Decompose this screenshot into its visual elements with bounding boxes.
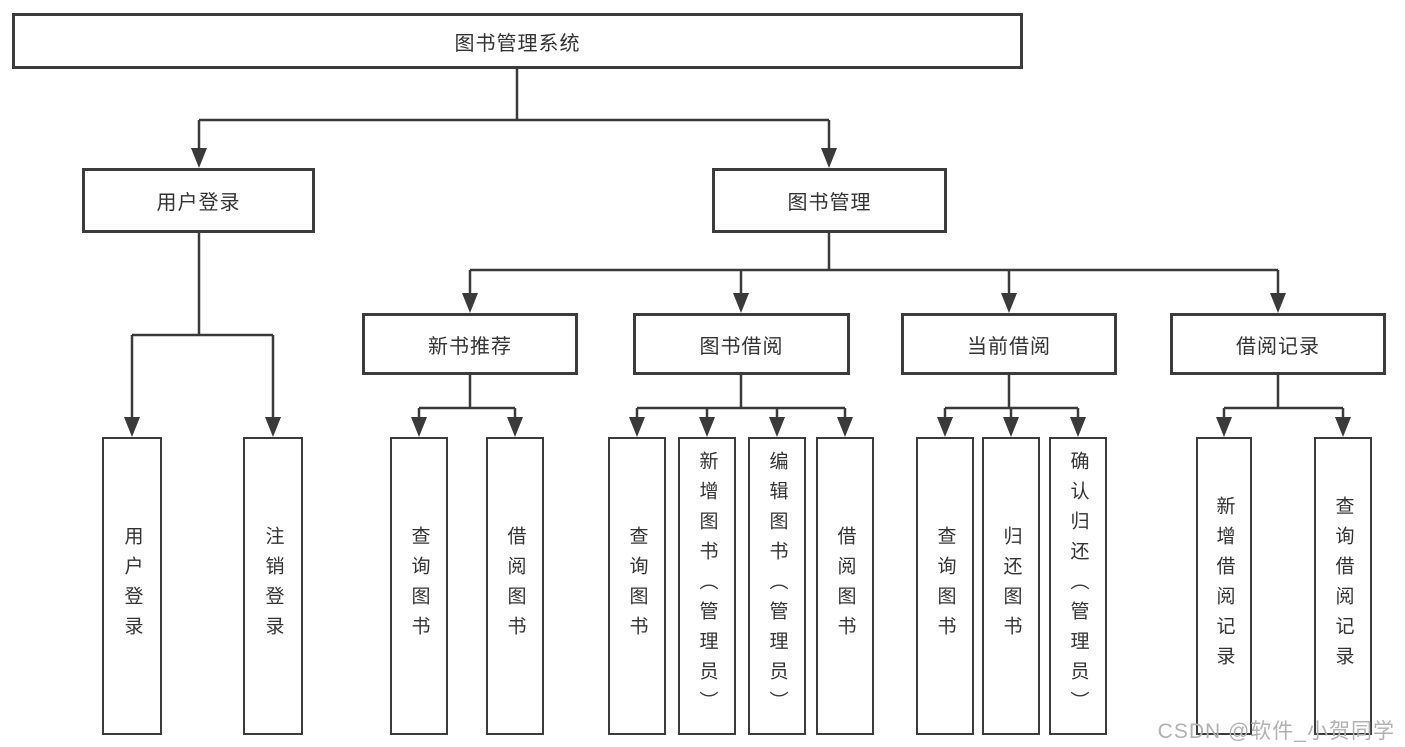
leaf-query-books-recommend-label: 查询图书: [408, 526, 430, 646]
leaf-edit-book-admin-label: 编辑图书（管理员）: [766, 451, 788, 721]
node-book-management: 图书管理: [712, 168, 947, 233]
leaf-query-borrow-record: 查询借阅记录: [1314, 437, 1372, 735]
leaf-add-borrow-record: 新增借阅记录: [1196, 437, 1252, 735]
leaf-confirm-return-admin-label: 确认归还（管理员）: [1067, 451, 1089, 721]
leaf-query-borrow-record-label: 查询借阅记录: [1332, 496, 1354, 676]
leaf-user-login: 用户登录: [102, 437, 162, 735]
leaf-user-login-label: 用户登录: [121, 526, 143, 646]
leaf-add-book-admin: 新增图书（管理员）: [678, 437, 736, 735]
leaf-query-books-recommend: 查询图书: [390, 437, 448, 735]
node-new-book-recommend: 新书推荐: [362, 313, 578, 375]
leaf-add-borrow-record-label: 新增借阅记录: [1213, 496, 1235, 676]
leaf-borrow-books-recommend-label: 借阅图书: [504, 526, 526, 646]
leaf-query-books-borrowing: 查询图书: [608, 437, 666, 735]
leaf-borrow-books-borrowing-label: 借阅图书: [834, 526, 856, 646]
leaf-add-book-admin-label: 新增图书（管理员）: [696, 451, 718, 721]
leaf-edit-book-admin: 编辑图书（管理员）: [748, 437, 806, 735]
leaf-return-book: 归还图书: [982, 437, 1040, 735]
leaf-query-books-borrowing-label: 查询图书: [626, 526, 648, 646]
node-book-borrowing: 图书借阅: [633, 313, 850, 375]
leaf-borrow-books-recommend: 借阅图书: [486, 437, 544, 735]
leaf-borrow-books-borrowing: 借阅图书: [816, 437, 874, 735]
leaf-query-books-current-label: 查询图书: [934, 526, 956, 646]
leaf-query-books-current: 查询图书: [916, 437, 974, 735]
leaf-logout-label: 注销登录: [262, 526, 284, 646]
leaf-return-book-label: 归还图书: [1000, 526, 1022, 646]
node-library-system: 图书管理系统: [12, 13, 1023, 69]
node-user-login: 用户登录: [82, 168, 315, 233]
leaf-logout: 注销登录: [243, 437, 303, 735]
node-current-borrowing: 当前借阅: [901, 313, 1117, 375]
leaf-confirm-return-admin: 确认归还（管理员）: [1049, 437, 1107, 735]
arrowheads: [124, 148, 1351, 437]
node-borrow-records: 借阅记录: [1170, 313, 1386, 375]
